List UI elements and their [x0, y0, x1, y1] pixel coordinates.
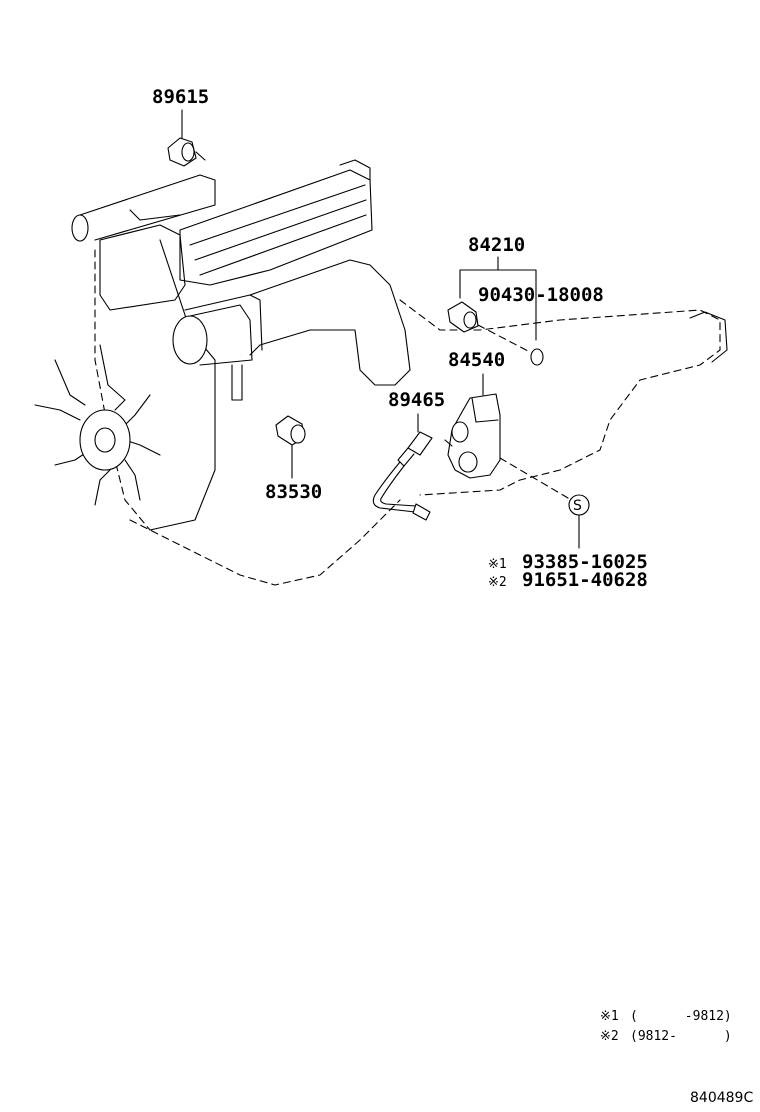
- dashed-link-84210-gasket: [477, 324, 531, 353]
- part-label-84210[interactable]: 84210: [468, 234, 525, 256]
- part-label-83530[interactable]: 83530: [265, 481, 322, 503]
- footnote-2-mark: ※2: [600, 1029, 619, 1044]
- footnote-1-mark: ※1: [600, 1009, 619, 1024]
- part-89465-oxygen-sensor[interactable]: [372, 431, 433, 521]
- part-83530-switch[interactable]: [275, 415, 306, 446]
- footnote-2-range: (9812- ): [630, 1029, 732, 1044]
- alt1-mark: ※1: [488, 557, 507, 572]
- gasket-90430-18008[interactable]: [530, 348, 544, 366]
- part-84540-sensor[interactable]: [444, 393, 501, 479]
- footnotes: ※1 ( -9812) ※2 (9812- ): [600, 1009, 732, 1044]
- fan-illustration: [34, 344, 161, 506]
- dashed-link-84540-screw: [499, 457, 569, 499]
- svg-text:S: S: [573, 498, 582, 514]
- part-label-93385-16025[interactable]: 93385-16025: [522, 551, 648, 573]
- screw-s-symbol[interactable]: S: [568, 494, 590, 516]
- engine-block-illustration: [34, 159, 728, 586]
- figure-code: 840489C: [690, 1090, 753, 1106]
- part-label-89465[interactable]: 89465: [388, 389, 445, 411]
- part-89615-sensor[interactable]: [167, 137, 206, 167]
- bracket-84210: [459, 256, 537, 341]
- part-label-89615[interactable]: 89615: [152, 86, 209, 108]
- alt2-mark: ※2: [488, 575, 507, 590]
- part-label-84540[interactable]: 84540: [448, 349, 505, 371]
- part-label-91651-40628[interactable]: 91651-40628: [522, 569, 648, 591]
- part-label-90430-18008[interactable]: 90430-18008: [478, 284, 604, 306]
- footnote-1-range: ( -9812): [630, 1009, 732, 1024]
- part-84210-switch[interactable]: [447, 301, 479, 333]
